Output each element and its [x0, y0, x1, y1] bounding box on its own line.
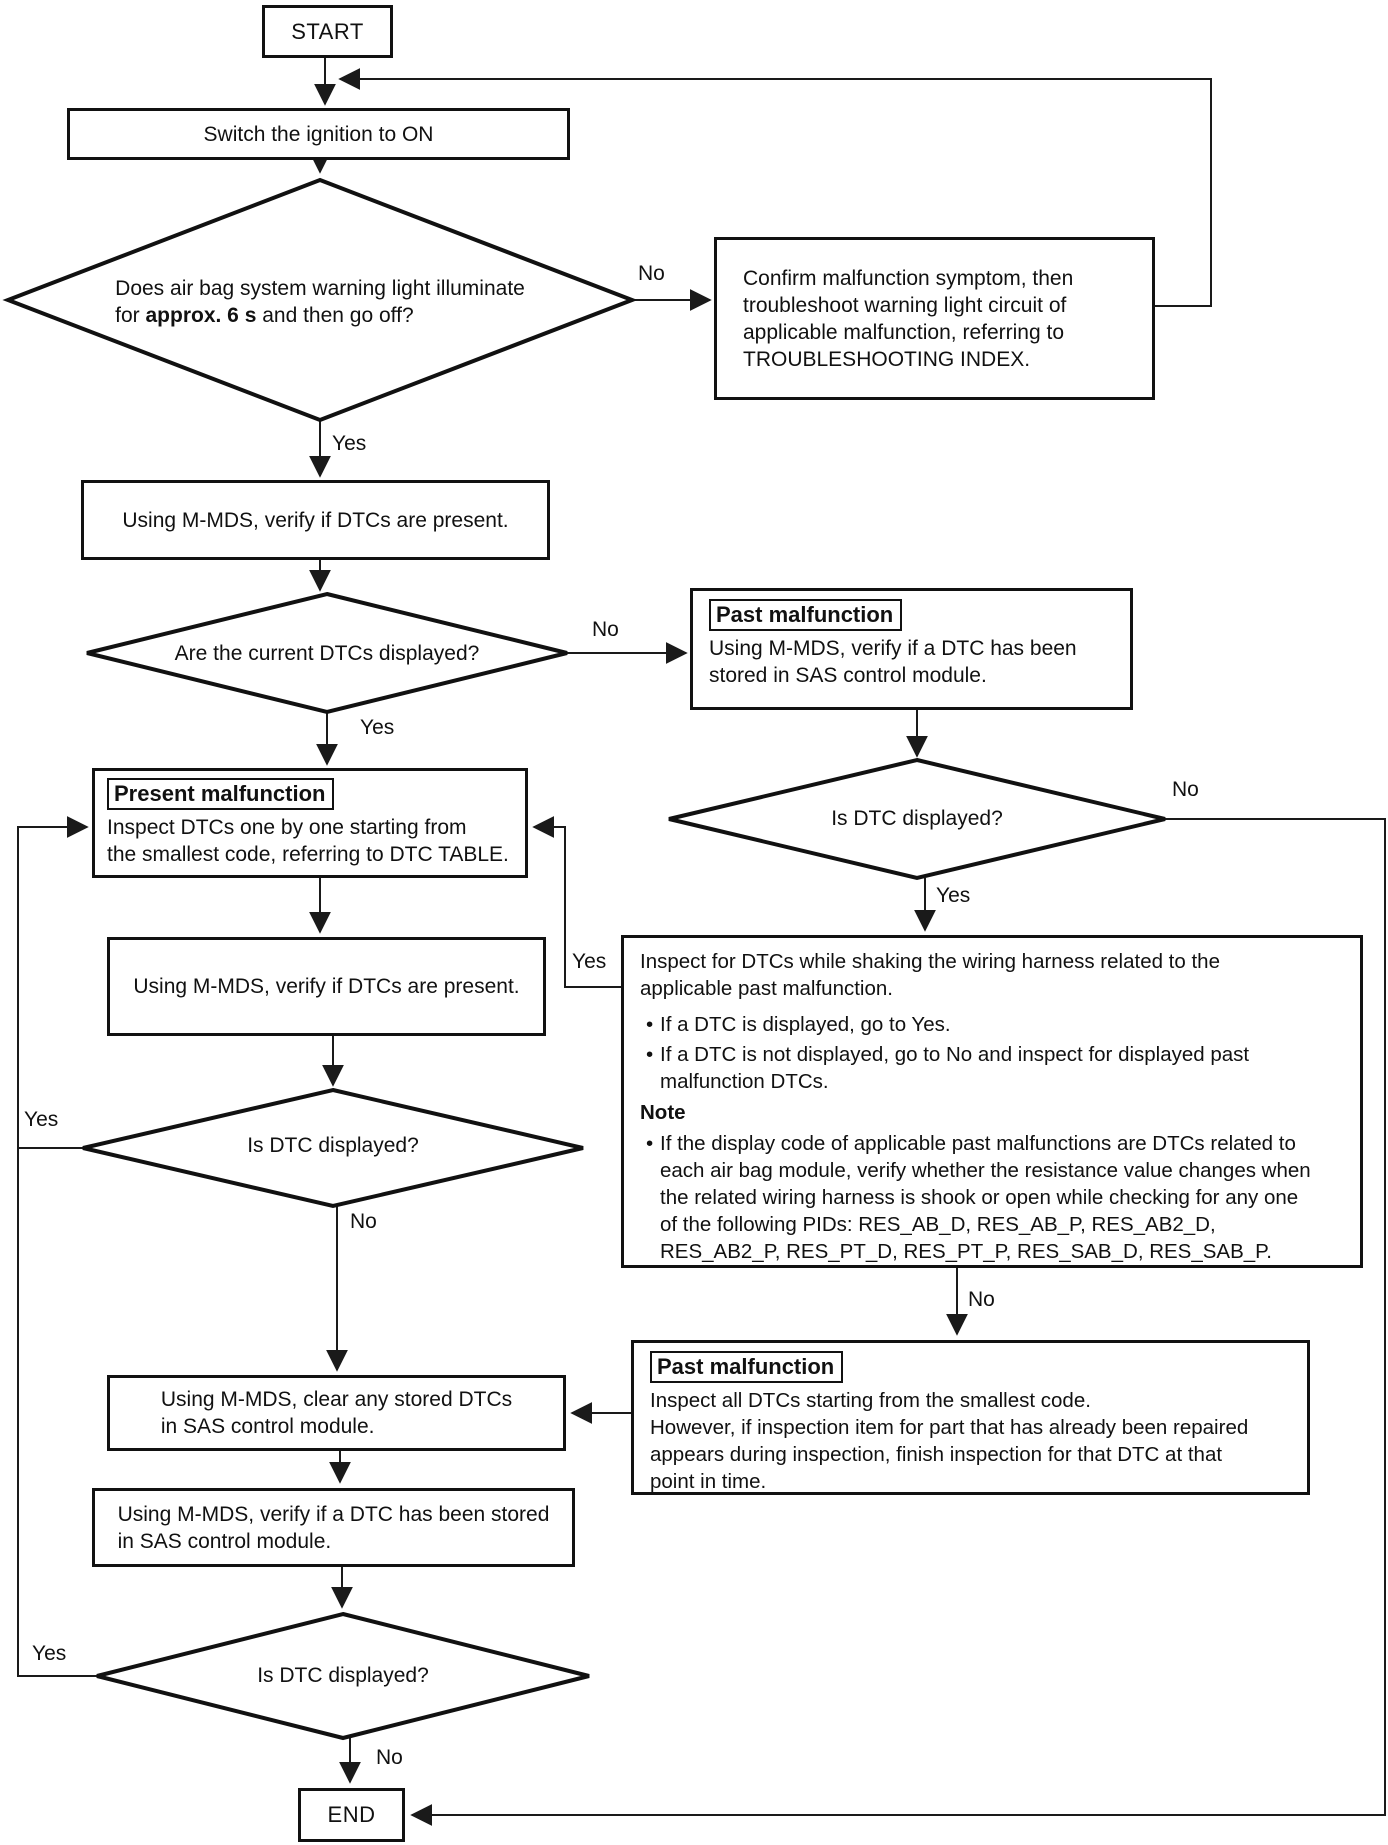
bottomq-yes-label: Yes [32, 1642, 67, 1665]
right-dtc-decision-diamond [668, 757, 1166, 881]
edge-confirm-return [338, 68, 1212, 307]
shake-no-label: No [968, 1288, 995, 1311]
midq-yes-label: Yes [24, 1108, 59, 1131]
verify-stored-box: Using M-MDS, verify if a DTC has been st… [92, 1488, 575, 1567]
bottom-dtc-decision-text: Is DTC displayed? [257, 1664, 429, 1687]
warning-no-label: No [638, 262, 665, 285]
confirm-malfunction-text: Confirm malfunction symptom, then troubl… [743, 267, 1074, 371]
current-dtcs-decision-diamond [86, 591, 568, 715]
past-malfunction-1-title: Past malfunction [709, 599, 903, 631]
past-malfunction-2-text: Inspect all DTCs starting from the small… [650, 1389, 1249, 1493]
past-malfunction-2-title: Past malfunction [650, 1351, 844, 1383]
present-malfunction-box: Present malfunction Inspect DTCs one by … [92, 768, 528, 878]
warning-light-decision-text: Does air bag system warning light illumi… [40, 262, 600, 342]
shake-harness-bullet1: If a DTC is displayed, go to Yes. [640, 1011, 1348, 1038]
edge-left-yes-rail [17, 816, 97, 1677]
edge-shake-yes [532, 816, 621, 988]
warning-yes-label: Yes [332, 432, 367, 455]
warning-light-decision-diamond [2, 177, 638, 423]
rightq-yes-label: Yes [936, 884, 971, 907]
past-malfunction-1-text: Using M-MDS, verify if a DTC has been st… [709, 637, 1077, 687]
warning-light-line2: for approx. 6 s and then go off? [115, 304, 414, 327]
verify-dtcs-present-box-2: Using M-MDS, verify if DTCs are present. [107, 937, 546, 1036]
verify-stored-text: Using M-MDS, verify if a DTC has been st… [117, 1502, 550, 1553]
rightq-no-label: No [1172, 778, 1199, 801]
start-label: START [291, 18, 364, 44]
verify-dtcs-present-2-label: Using M-MDS, verify if DTCs are present. [133, 975, 520, 998]
shake-harness-note-title: Note [640, 1101, 686, 1124]
mid-dtc-decision-text: Is DTC displayed? [247, 1134, 419, 1157]
mid-dtc-decision-diamond [82, 1087, 584, 1209]
shake-harness-intro: Inspect for DTCs while shaking the wirin… [640, 950, 1220, 1000]
warning-light-line1: Does air bag system warning light illumi… [115, 277, 525, 300]
shake-harness-bullet2: If a DTC is not displayed, go to No and … [640, 1041, 1348, 1095]
clear-dtcs-text: Using M-MDS, clear any stored DTCs in SA… [160, 1388, 513, 1438]
current-dtcs-decision-text: Are the current DTCs displayed? [174, 642, 480, 665]
end-node: END [298, 1788, 405, 1842]
verify-dtcs-present-1-label: Using M-MDS, verify if DTCs are present. [122, 508, 509, 532]
shake-harness-note-bullet: If the display code of applicable past m… [640, 1130, 1348, 1265]
confirm-malfunction-box: Confirm malfunction symptom, then troubl… [714, 237, 1155, 400]
past-malfunction-box-1: Past malfunction Using M-MDS, verify if … [690, 588, 1133, 710]
verify-dtcs-present-box-1: Using M-MDS, verify if DTCs are present. [81, 480, 550, 560]
past-malfunction-box-2: Past malfunction Inspect all DTCs starti… [631, 1340, 1310, 1495]
end-label: END [327, 1802, 376, 1827]
bottom-dtc-decision-diamond [96, 1611, 590, 1741]
present-malfunction-text: Inspect DTCs one by one starting from th… [107, 816, 509, 866]
switch-ignition-box: Switch the ignition to ON [67, 108, 570, 160]
shake-yes-label: Yes [572, 950, 607, 973]
switch-ignition-label: Switch the ignition to ON [203, 122, 434, 146]
clear-dtcs-box: Using M-MDS, clear any stored DTCs in SA… [107, 1375, 566, 1451]
present-malfunction-title: Present malfunction [107, 778, 335, 810]
edge-rightq-no-to-end [410, 818, 1386, 1826]
bottomq-no-label: No [376, 1746, 403, 1769]
shake-harness-box: Inspect for DTCs while shaking the wirin… [621, 935, 1363, 1268]
start-node: START [262, 5, 393, 58]
midq-no-label: No [350, 1210, 377, 1233]
currentq-no-label: No [592, 618, 619, 641]
currentq-yes-label: Yes [360, 716, 395, 739]
right-dtc-decision-text: Is DTC displayed? [831, 807, 1003, 830]
